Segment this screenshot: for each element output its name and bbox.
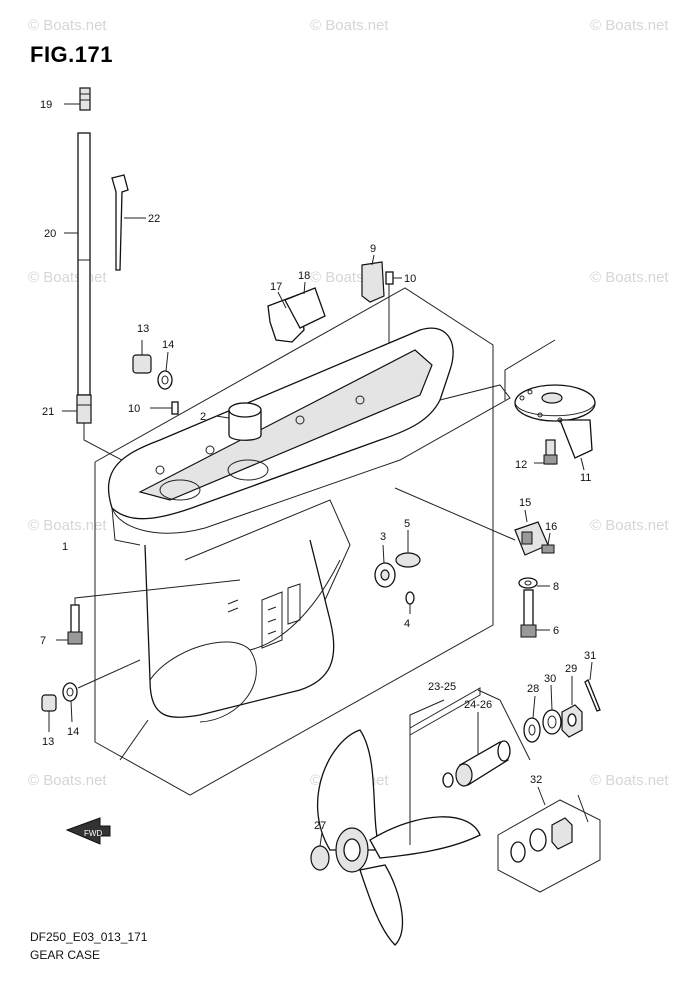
callout: 32: [530, 774, 542, 786]
callout: 13: [137, 323, 149, 335]
callout: 23-25: [428, 681, 456, 693]
callout: 3: [380, 531, 386, 543]
callout: 13: [42, 736, 54, 748]
figure-title: FIG.171: [30, 42, 113, 67]
callout: 5: [404, 518, 410, 530]
part-31-cotter-pin: [584, 661, 601, 712]
figure-name: GEAR CASE: [30, 948, 101, 962]
part-29-nut: [561, 676, 583, 738]
callout: 15: [519, 497, 531, 509]
callout: 22: [148, 213, 160, 225]
part-7-bolt: [56, 579, 241, 645]
callout: 17: [270, 281, 282, 293]
callout: 28: [527, 683, 539, 695]
watermark: © Boats.net: [28, 517, 107, 534]
callout: 24-26: [464, 699, 492, 711]
callout: 7: [40, 635, 46, 647]
watermark: © Boats.net: [310, 17, 389, 34]
watermark: © Boats.net: [590, 517, 669, 534]
callout: 10: [404, 273, 416, 285]
model-code: DF250_E03_013_171: [30, 930, 148, 944]
callout: 30: [544, 673, 556, 685]
part-18-bracket: [284, 281, 326, 329]
part-4-pin: [405, 591, 415, 614]
fwd-arrow-icon: FWD: [65, 817, 111, 845]
callout: 2: [200, 411, 206, 423]
part-27-spacer: [310, 831, 330, 871]
callout: 29: [565, 663, 577, 675]
callout: 14: [67, 726, 79, 738]
part-32-hardware-kit: [497, 786, 601, 893]
part-20-drive-shaft: [64, 132, 91, 396]
part-8-washer: [518, 577, 550, 589]
part-11-trim-tab: [504, 339, 596, 471]
part-2-bearing-housing: [215, 402, 262, 441]
callout: 1: [62, 541, 68, 553]
part-6-bolt: [520, 589, 550, 638]
watermark: © Boats.net: [28, 772, 107, 789]
part-10-pin-lower: [150, 401, 179, 415]
part-5-water-inlet: [395, 530, 421, 568]
part-27-propeller: [316, 729, 481, 946]
callout: 8: [553, 581, 559, 593]
callout: 20: [44, 228, 56, 240]
callout: 14: [162, 339, 174, 351]
callout: 19: [40, 99, 52, 111]
callout-labels: 19 20 21 22 13 14 10 2 17 18 9 10 12 11 …: [40, 99, 596, 832]
part-13-plug-upper: [132, 340, 152, 374]
callout: 31: [584, 650, 596, 662]
callout: 9: [370, 243, 376, 255]
callout: 11: [580, 472, 591, 484]
part-14-gasket-lower: [62, 659, 141, 723]
part-9-anode: [361, 254, 385, 303]
part-22-cable-tie: [111, 174, 146, 271]
watermark: © Boats.net: [28, 17, 107, 34]
callout: 27: [314, 820, 326, 832]
part-14-gasket-upper: [157, 351, 173, 390]
watermark: © Boats.net: [590, 772, 669, 789]
watermark: © Boats.net: [590, 269, 669, 286]
part-3-plug: [374, 544, 396, 588]
part-28-washer: [523, 695, 541, 743]
callout: 16: [545, 521, 557, 533]
callout: 12: [515, 459, 527, 471]
callout: 4: [404, 618, 410, 630]
part-10-pin-top: [385, 271, 402, 285]
callout: 10: [128, 403, 140, 415]
watermark: © Boats.net: [590, 17, 669, 34]
gear-case-assembly-box: [94, 287, 494, 796]
part-13-plug-lower: [41, 694, 57, 732]
part-24-26-bushing: [442, 712, 511, 788]
callout: 18: [298, 270, 310, 282]
part-1-gear-case: [107, 327, 511, 761]
part-12-bolt: [534, 439, 558, 465]
watermark: © Boats.net: [28, 269, 107, 286]
callout: 21: [42, 406, 54, 418]
part-19-stud: [64, 87, 91, 111]
callout: 6: [553, 625, 559, 637]
part-30-washer: [542, 684, 562, 735]
part-16-screw: [541, 532, 555, 554]
propeller-hardware-box: [409, 687, 481, 736]
fwd-label: FWD: [84, 829, 102, 838]
